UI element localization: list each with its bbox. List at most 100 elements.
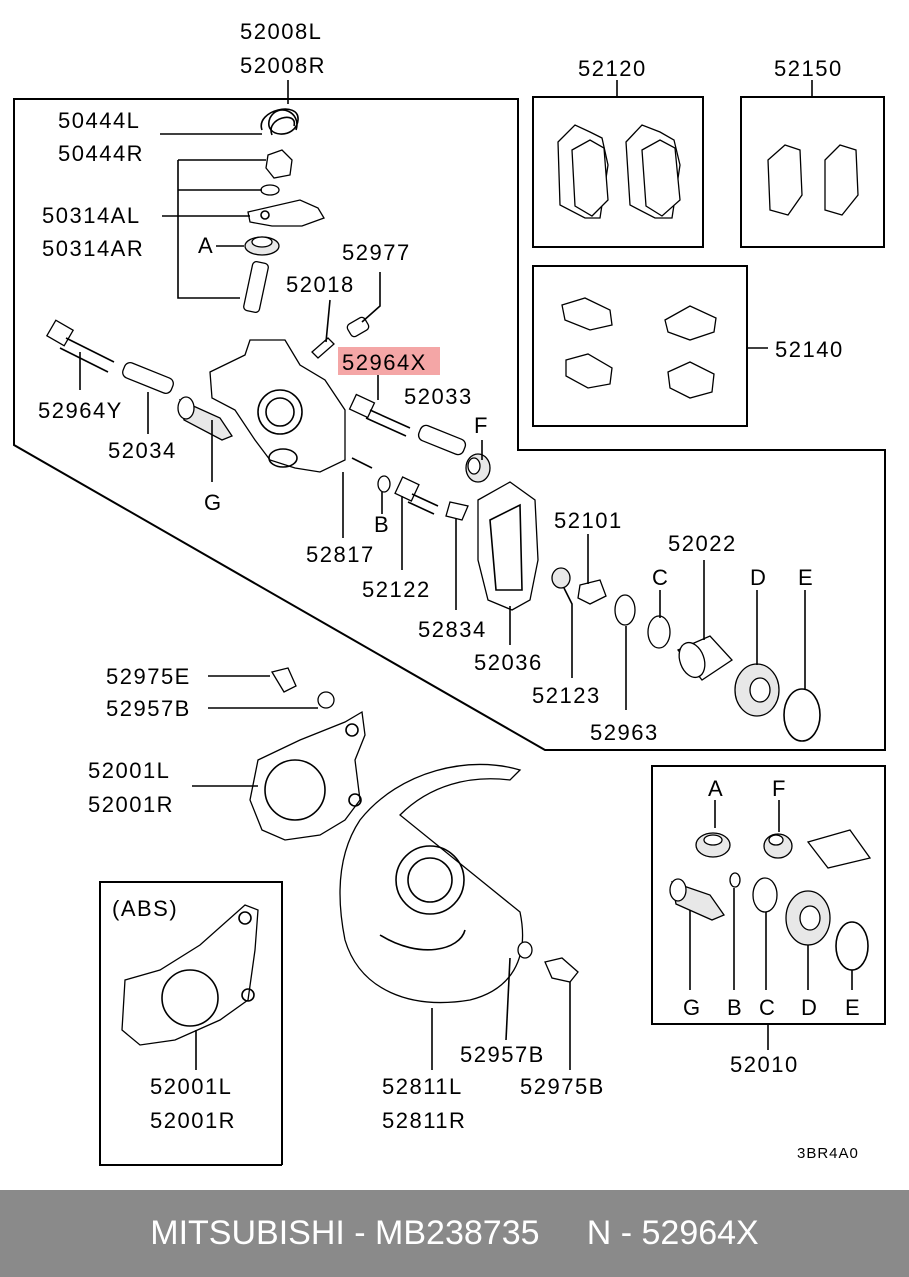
label-52008L: 52008L: [240, 19, 322, 44]
label-52150: 52150: [774, 56, 843, 81]
main-assembly-outline: [13, 98, 886, 751]
label-52120: 52120: [578, 56, 647, 81]
clip-52101-icon: [577, 579, 607, 605]
bolt-52964y-icon: [45, 319, 115, 373]
label-52022: 52022: [668, 531, 737, 556]
label-52123: 52123: [532, 683, 601, 708]
parts-diagram: 52008L 52008R 50444L 50444R 50314AL 5031…: [13, 19, 886, 1166]
ref-c-main: C: [652, 565, 669, 590]
boot-f-icon: [465, 453, 491, 483]
label-52101: 52101: [554, 508, 623, 533]
ref-b-main: B: [374, 512, 390, 537]
boot-g-kit-icon: [669, 878, 725, 921]
label-52140: 52140: [775, 337, 844, 362]
diagram-code: 3BR4A0: [797, 1145, 859, 1162]
pin-52817-icon: [351, 457, 373, 469]
washer-icon: [260, 184, 280, 196]
ref-a-main: A: [198, 233, 214, 258]
shim-box-52150: [740, 96, 885, 248]
brake-pads-icon: [557, 124, 681, 219]
label-52964X: 52964X: [342, 350, 427, 375]
boot-d-icon: [734, 663, 780, 717]
bolt-52964x-icon: [348, 393, 411, 437]
ref-e-main: E: [798, 565, 814, 590]
bolt-52975e-icon: [270, 667, 297, 693]
label-52033: 52033: [404, 384, 473, 409]
ref-f-kit: F: [772, 776, 787, 801]
label-52018: 52018: [286, 272, 355, 297]
lever-shaft-icon: [243, 260, 269, 314]
seal-c-kit-icon: [752, 877, 778, 913]
ring-e-icon: [783, 688, 821, 742]
bolt-52975b-icon: [544, 957, 579, 983]
boot-g-icon: [177, 396, 233, 441]
washer-52957b-icon: [317, 691, 335, 709]
label-52975E: 52975E: [106, 664, 191, 689]
caliper-bracket-icon: [249, 710, 366, 841]
ref-f-main: F: [474, 413, 489, 438]
seal-52963-icon: [614, 594, 636, 626]
ring-b-icon: [377, 475, 391, 493]
boot-d-kit-icon: [785, 890, 831, 946]
label-52975B: 52975B: [520, 1074, 605, 1099]
ring-b-kit-icon: [729, 872, 741, 888]
bleeder-icon: [311, 337, 335, 359]
highlight-52964X: [338, 347, 440, 375]
label-50444L: 50444L: [58, 108, 140, 133]
ring-e-kit-icon: [835, 921, 869, 971]
label-52034: 52034: [108, 438, 177, 463]
label-52963: 52963: [590, 720, 659, 745]
pad-clips-icon: [561, 297, 717, 399]
ref-g-kit: G: [683, 995, 702, 1020]
label-52001R-abs: 52001R: [150, 1108, 236, 1133]
ref-g-main: G: [204, 490, 223, 515]
label-52817: 52817: [306, 542, 375, 567]
label-52001L-top: 52001L: [88, 758, 170, 783]
label-52957B-bottom: 52957B: [460, 1042, 545, 1067]
cap-52977-icon: [346, 316, 370, 338]
parking-lever-icon: [247, 199, 325, 227]
ref-c-kit: C: [759, 995, 776, 1020]
ref-a-kit: A: [708, 776, 724, 801]
label-50314AR: 50314AR: [42, 236, 144, 261]
piston-52022-icon: [676, 635, 733, 681]
dust-shield-icon: [339, 763, 524, 1004]
ref-d-kit: D: [801, 995, 818, 1020]
boot-a-icon: [244, 236, 280, 256]
label-50314AL: 50314AL: [42, 203, 141, 228]
seal-c-icon: [647, 615, 671, 649]
spring-52834-icon: [445, 501, 469, 521]
label-52834: 52834: [418, 617, 487, 642]
abs-bracket-icon: [121, 904, 259, 1046]
leader-lines: [79, 80, 853, 1070]
label-52811R: 52811R: [382, 1108, 466, 1133]
label-52010: 52010: [730, 1052, 799, 1077]
spring-icon: [260, 108, 299, 136]
label-abs: (ABS): [112, 896, 178, 921]
label-52001L-abs: 52001L: [150, 1074, 232, 1099]
label-52964Y: 52964Y: [38, 398, 123, 423]
label-52811L: 52811L: [382, 1074, 463, 1099]
ref-e-kit: E: [845, 995, 861, 1020]
clip-box-52140: [532, 265, 748, 427]
bolt-52122-icon: [394, 476, 439, 515]
pin-52033-icon: [417, 424, 467, 456]
grease-packet-icon: [806, 829, 872, 869]
boot-a-kit-icon: [695, 832, 731, 858]
caliper-body-icon: [209, 339, 346, 473]
label-52122: 52122: [362, 577, 431, 602]
bushing-52123-icon: [551, 567, 571, 589]
nut-icon: [265, 149, 293, 179]
label-52008R: 52008R: [240, 53, 326, 78]
pad-box-52120: [532, 96, 704, 248]
abs-box: [99, 881, 283, 1166]
support-52036-icon: [477, 481, 539, 611]
label-52977: 52977: [342, 240, 411, 265]
label-52957B-top: 52957B: [106, 696, 191, 721]
pin-52034-icon: [122, 362, 174, 394]
ref-d-main: D: [750, 565, 767, 590]
label-52001R-top: 52001R: [88, 792, 174, 817]
boot-f-kit-icon: [763, 833, 793, 859]
washer-52957b-bottom-icon: [517, 941, 533, 959]
label-52036: 52036: [474, 650, 543, 675]
